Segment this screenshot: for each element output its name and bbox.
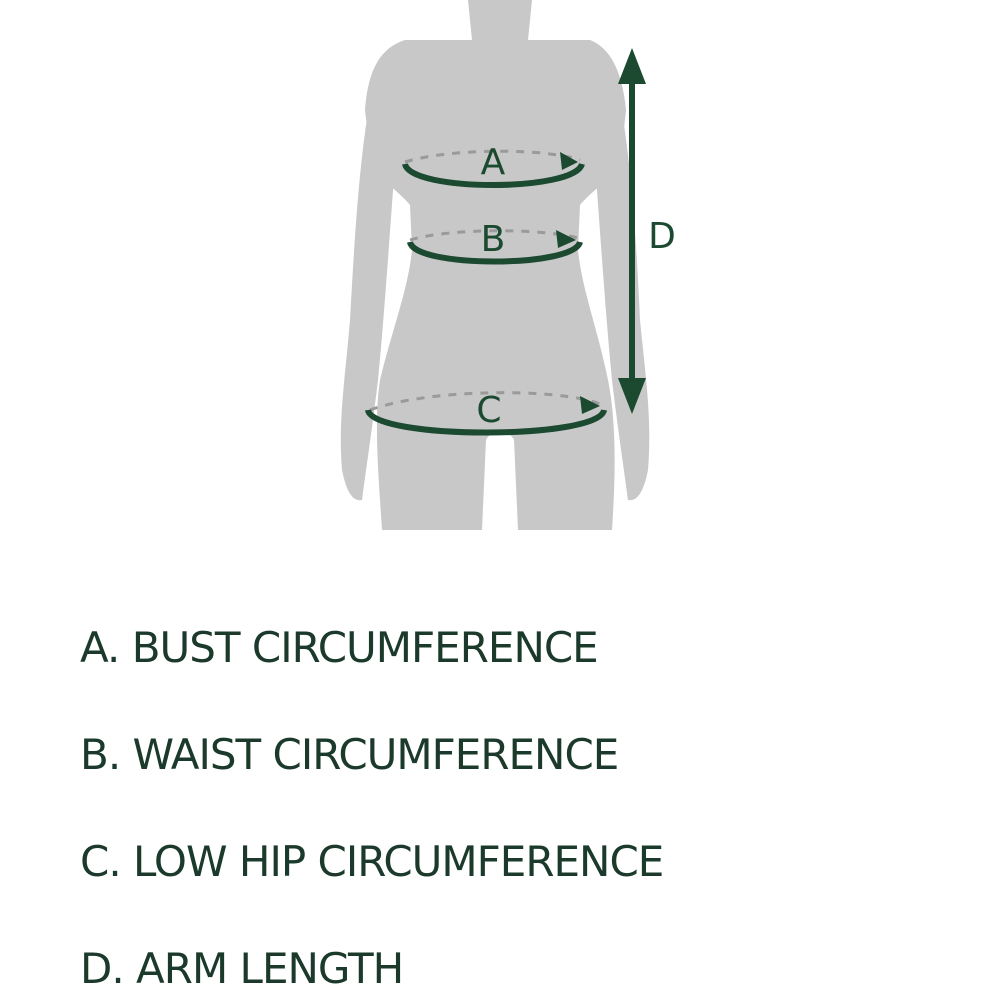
bust-measurement-ring: A [402, 142, 585, 188]
legend-item-bust: A. BUST CIRCUMFERENCE [80, 623, 599, 672]
arm-length-arrow: D [618, 48, 676, 414]
bust-arrow-icon [560, 152, 578, 170]
body-silhouette [340, 0, 650, 530]
waist-measurement-ring: B [407, 219, 583, 265]
legend-item-arm-length: D. ARM LENGTH [80, 944, 404, 993]
arrow-up-icon [618, 48, 646, 84]
measurement-legend: A. BUST CIRCUMFERENCE B. WAIST CIRCUMFER… [80, 618, 664, 999]
marker-a-label: A [481, 142, 506, 183]
marker-c-label: C [476, 390, 501, 431]
legend-item-waist: B. WAIST CIRCUMFERENCE [80, 730, 619, 779]
measurement-diagram: A B C D [340, 0, 676, 530]
marker-b-label: B [481, 219, 506, 260]
hip-arrow-icon [580, 396, 600, 414]
arrow-down-icon [618, 378, 646, 414]
low-hip-measurement-ring: C [365, 390, 607, 436]
waist-arrow-icon [556, 230, 576, 248]
legend-item-low-hip: C. LOW HIP CIRCUMFERENCE [80, 837, 664, 886]
marker-d-label: D [648, 216, 676, 257]
